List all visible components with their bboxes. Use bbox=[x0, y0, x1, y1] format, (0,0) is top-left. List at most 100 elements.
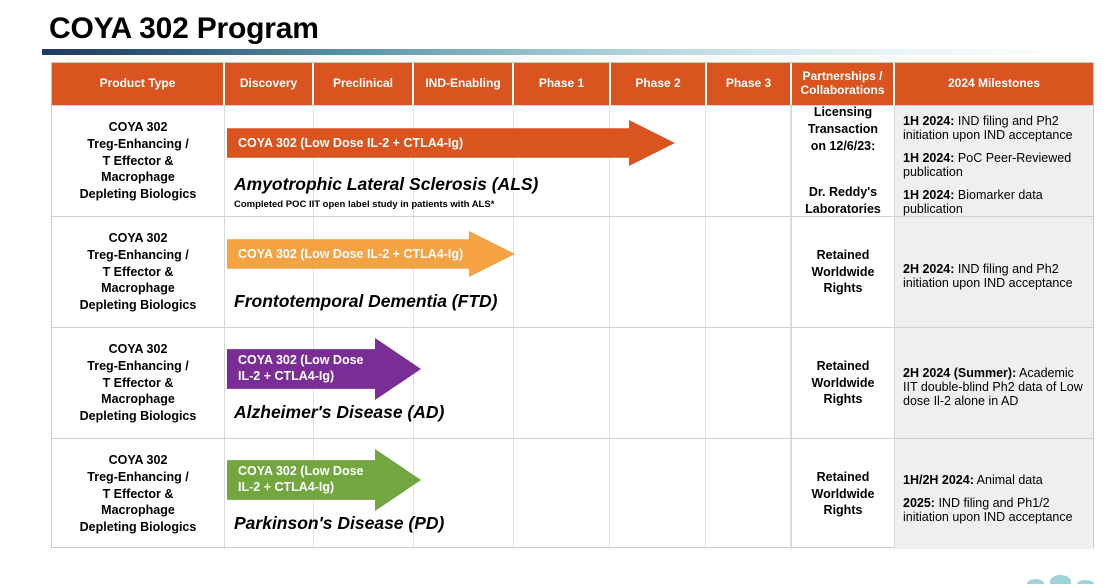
stage-col-phase-3 bbox=[706, 439, 791, 549]
milestone-period: 1H 2024: bbox=[903, 114, 955, 128]
cell-stage-track: COYA 302 (Low Dose IL-2 + CTLA4-Ig) Front… bbox=[225, 217, 792, 327]
milestone-item: 2025: IND filing and Ph1/2 initiation up… bbox=[903, 496, 1087, 524]
milestone-text: Animal data bbox=[973, 472, 1043, 487]
milestone-period: 2H 2024 (Summer): bbox=[903, 366, 1017, 380]
stage-col-preclinical bbox=[314, 217, 414, 327]
header-product-type: Product Type bbox=[52, 63, 225, 105]
stage-col-phase-3 bbox=[706, 106, 791, 216]
stage-col-preclinical bbox=[314, 439, 414, 549]
header-partnerships: Partnerships / Collaborations bbox=[792, 63, 895, 105]
pipeline-table: Product Type Discovery Preclinical IND-E… bbox=[51, 62, 1094, 549]
milestone-item: 2H 2024 (Summer): Academic IIT double-bl… bbox=[903, 366, 1087, 408]
stage-col-phase-1 bbox=[514, 106, 611, 216]
stage-col-discovery bbox=[225, 217, 314, 327]
cell-2024-milestones: 2H 2024 (Summer): Academic IIT double-bl… bbox=[895, 328, 1093, 438]
milestone-text: IND filing and Ph2 initiation upon IND a… bbox=[903, 262, 1073, 290]
milestone-item: 1H 2024: PoC Peer-Reviewed publication bbox=[903, 151, 1087, 179]
stage-col-preclinical bbox=[314, 106, 414, 216]
table-header-row: Product Type Discovery Preclinical IND-E… bbox=[52, 63, 1093, 105]
milestone-item: 2H 2024: IND filing and Ph2 initiation u… bbox=[903, 262, 1087, 290]
stage-col-ind-enabling bbox=[414, 106, 514, 216]
milestone-list: 1H 2024: IND filing and Ph2 initiation u… bbox=[895, 106, 1093, 216]
cell-2024-milestones: 1H/2H 2024: Animal data 2025: IND filing … bbox=[895, 439, 1093, 549]
stage-col-ind-enabling bbox=[414, 328, 514, 438]
cell-2024-milestones: 1H 2024: IND filing and Ph2 initiation u… bbox=[895, 106, 1093, 216]
stage-col-phase-1 bbox=[514, 328, 611, 438]
deco-dot-2 bbox=[1050, 575, 1071, 584]
milestone-item: 1H/2H 2024: Animal data bbox=[903, 473, 1043, 487]
header-partnerships-line2: Collaborations bbox=[800, 83, 885, 97]
milestone-text: PoC Peer-Reviewed publication bbox=[903, 151, 1072, 179]
stage-col-phase-3 bbox=[706, 217, 791, 327]
milestone-period: 1H 2024: bbox=[903, 151, 955, 165]
milestone-list: 1H/2H 2024: Animal data 2025: IND filing … bbox=[895, 439, 1093, 549]
milestone-period: 2025: bbox=[903, 495, 935, 510]
title-divider bbox=[42, 49, 1082, 55]
stage-col-phase-2 bbox=[610, 439, 707, 549]
milestone-item: 1H 2024: IND filing and Ph2 initiation u… bbox=[903, 114, 1087, 142]
header-2024-milestones: 2024 Milestones bbox=[895, 63, 1093, 105]
stage-col-preclinical bbox=[314, 328, 414, 438]
milestone-item: 1H 2024: Biomarker data publication bbox=[903, 188, 1087, 216]
pipeline-arrow-label: COYA 302 (Low Dose IL-2 + CTLA4-Ig) bbox=[238, 246, 464, 261]
disease-label: Alzheimer's Disease (AD) bbox=[234, 402, 445, 422]
disease-subnote: Completed POC IIT open label study in pa… bbox=[234, 199, 495, 210]
page-title: COYA 302 Program bbox=[49, 12, 319, 45]
header-preclinical: Preclinical bbox=[314, 63, 414, 105]
header-phase-1: Phase 1 bbox=[514, 63, 611, 105]
stage-col-ind-enabling bbox=[414, 439, 514, 549]
milestone-period: 2H 2024: bbox=[903, 262, 955, 276]
stage-col-phase-2 bbox=[610, 106, 707, 216]
header-discovery: Discovery bbox=[225, 63, 314, 105]
deco-dot-3 bbox=[1077, 580, 1094, 584]
header-ind-enabling: IND-Enabling bbox=[414, 63, 514, 105]
milestone-period: 1H/2H 2024: bbox=[903, 472, 974, 487]
deco-dot-1 bbox=[1027, 579, 1044, 584]
cell-stage-track: COYA 302 (Low Dose IL-2 + CTLA4-Ig) Amyot… bbox=[225, 106, 792, 216]
stage-col-phase-1 bbox=[514, 217, 611, 327]
stage-col-phase-3 bbox=[706, 328, 791, 438]
header-phase-3: Phase 3 bbox=[707, 63, 792, 105]
decorative-dots bbox=[1025, 568, 1101, 584]
header-phase-2: Phase 2 bbox=[611, 63, 707, 105]
stage-col-phase-1 bbox=[514, 439, 611, 549]
disease-label: Amyotrophic Lateral Sclerosis (ALS) bbox=[234, 174, 539, 194]
milestone-text: Biomarker data publication bbox=[903, 188, 1043, 216]
pipeline-arrow-label: COYA 302 (Low Dose IL-2 + CTLA4-Ig) bbox=[238, 135, 464, 150]
stage-col-phase-2 bbox=[610, 217, 707, 327]
stage-col-ind-enabling bbox=[414, 217, 514, 327]
milestone-text: IND filing and Ph1/2 initiation upon IND… bbox=[903, 495, 1073, 524]
stage-col-phase-2 bbox=[610, 328, 707, 438]
disease-label: Frontotemporal Dementia (FTD) bbox=[234, 291, 498, 311]
stage-col-discovery bbox=[225, 106, 314, 216]
milestone-period: 1H 2024: bbox=[903, 188, 955, 202]
milestone-list: 2H 2024: IND filing and Ph2 initiation u… bbox=[895, 217, 1093, 327]
milestone-text: IND filing and Ph2 initiation upon IND a… bbox=[903, 114, 1073, 142]
